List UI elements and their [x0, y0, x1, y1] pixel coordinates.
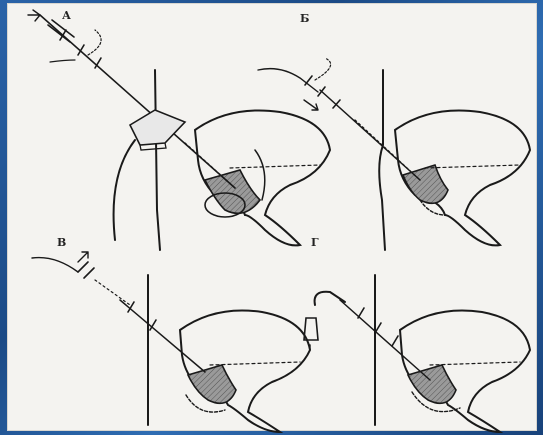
guidewire — [32, 258, 78, 272]
needle-shaft — [320, 90, 420, 180]
panel-b — [258, 58, 530, 250]
gallbladder — [188, 365, 236, 403]
drain-curve — [315, 292, 345, 305]
body-wall-line — [379, 70, 385, 250]
needle-shaft — [120, 300, 205, 372]
gallbladder — [205, 170, 260, 213]
guide-device — [130, 110, 185, 145]
arrow-up — [78, 252, 88, 262]
drain-tube — [340, 300, 430, 380]
panel-v — [32, 252, 310, 432]
body-wall-line — [155, 70, 160, 250]
arrow-down — [304, 100, 318, 110]
panel-g — [304, 275, 530, 432]
panel-a — [28, 10, 330, 250]
body-contour — [114, 140, 135, 240]
